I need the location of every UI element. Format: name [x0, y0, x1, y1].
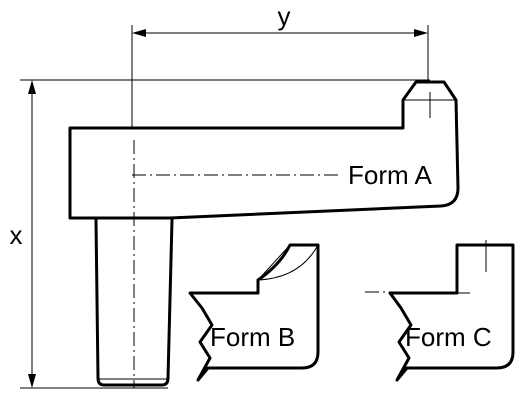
form-a-arm-outline — [68, 80, 460, 220]
form-a-label: Form A — [348, 160, 432, 190]
form-a-shank-outline — [94, 218, 174, 387]
form-b-curve-edge — [257, 244, 319, 281]
form-c-outline — [388, 243, 515, 382]
dimension-label-x: x — [10, 220, 23, 250]
form-c-label: Form C — [405, 322, 492, 352]
form-a-part: Form A — [68, 80, 460, 388]
arrowhead-y-left — [132, 29, 146, 37]
arrowhead-x-top — [28, 80, 36, 94]
form-b-label: Form B — [210, 322, 295, 352]
form-b-detail: Form B — [188, 243, 320, 382]
dimension-y: y — [131, 1, 429, 128]
arrowhead-x-bottom — [28, 374, 36, 388]
arrowhead-y-right — [414, 29, 428, 37]
form-c-detail: Form C — [365, 240, 515, 382]
dimension-label-y: y — [278, 1, 291, 31]
form-b-outline — [188, 243, 320, 382]
form-b-chamfer-edge — [257, 244, 291, 281]
dimension-x: x — [10, 79, 430, 389]
